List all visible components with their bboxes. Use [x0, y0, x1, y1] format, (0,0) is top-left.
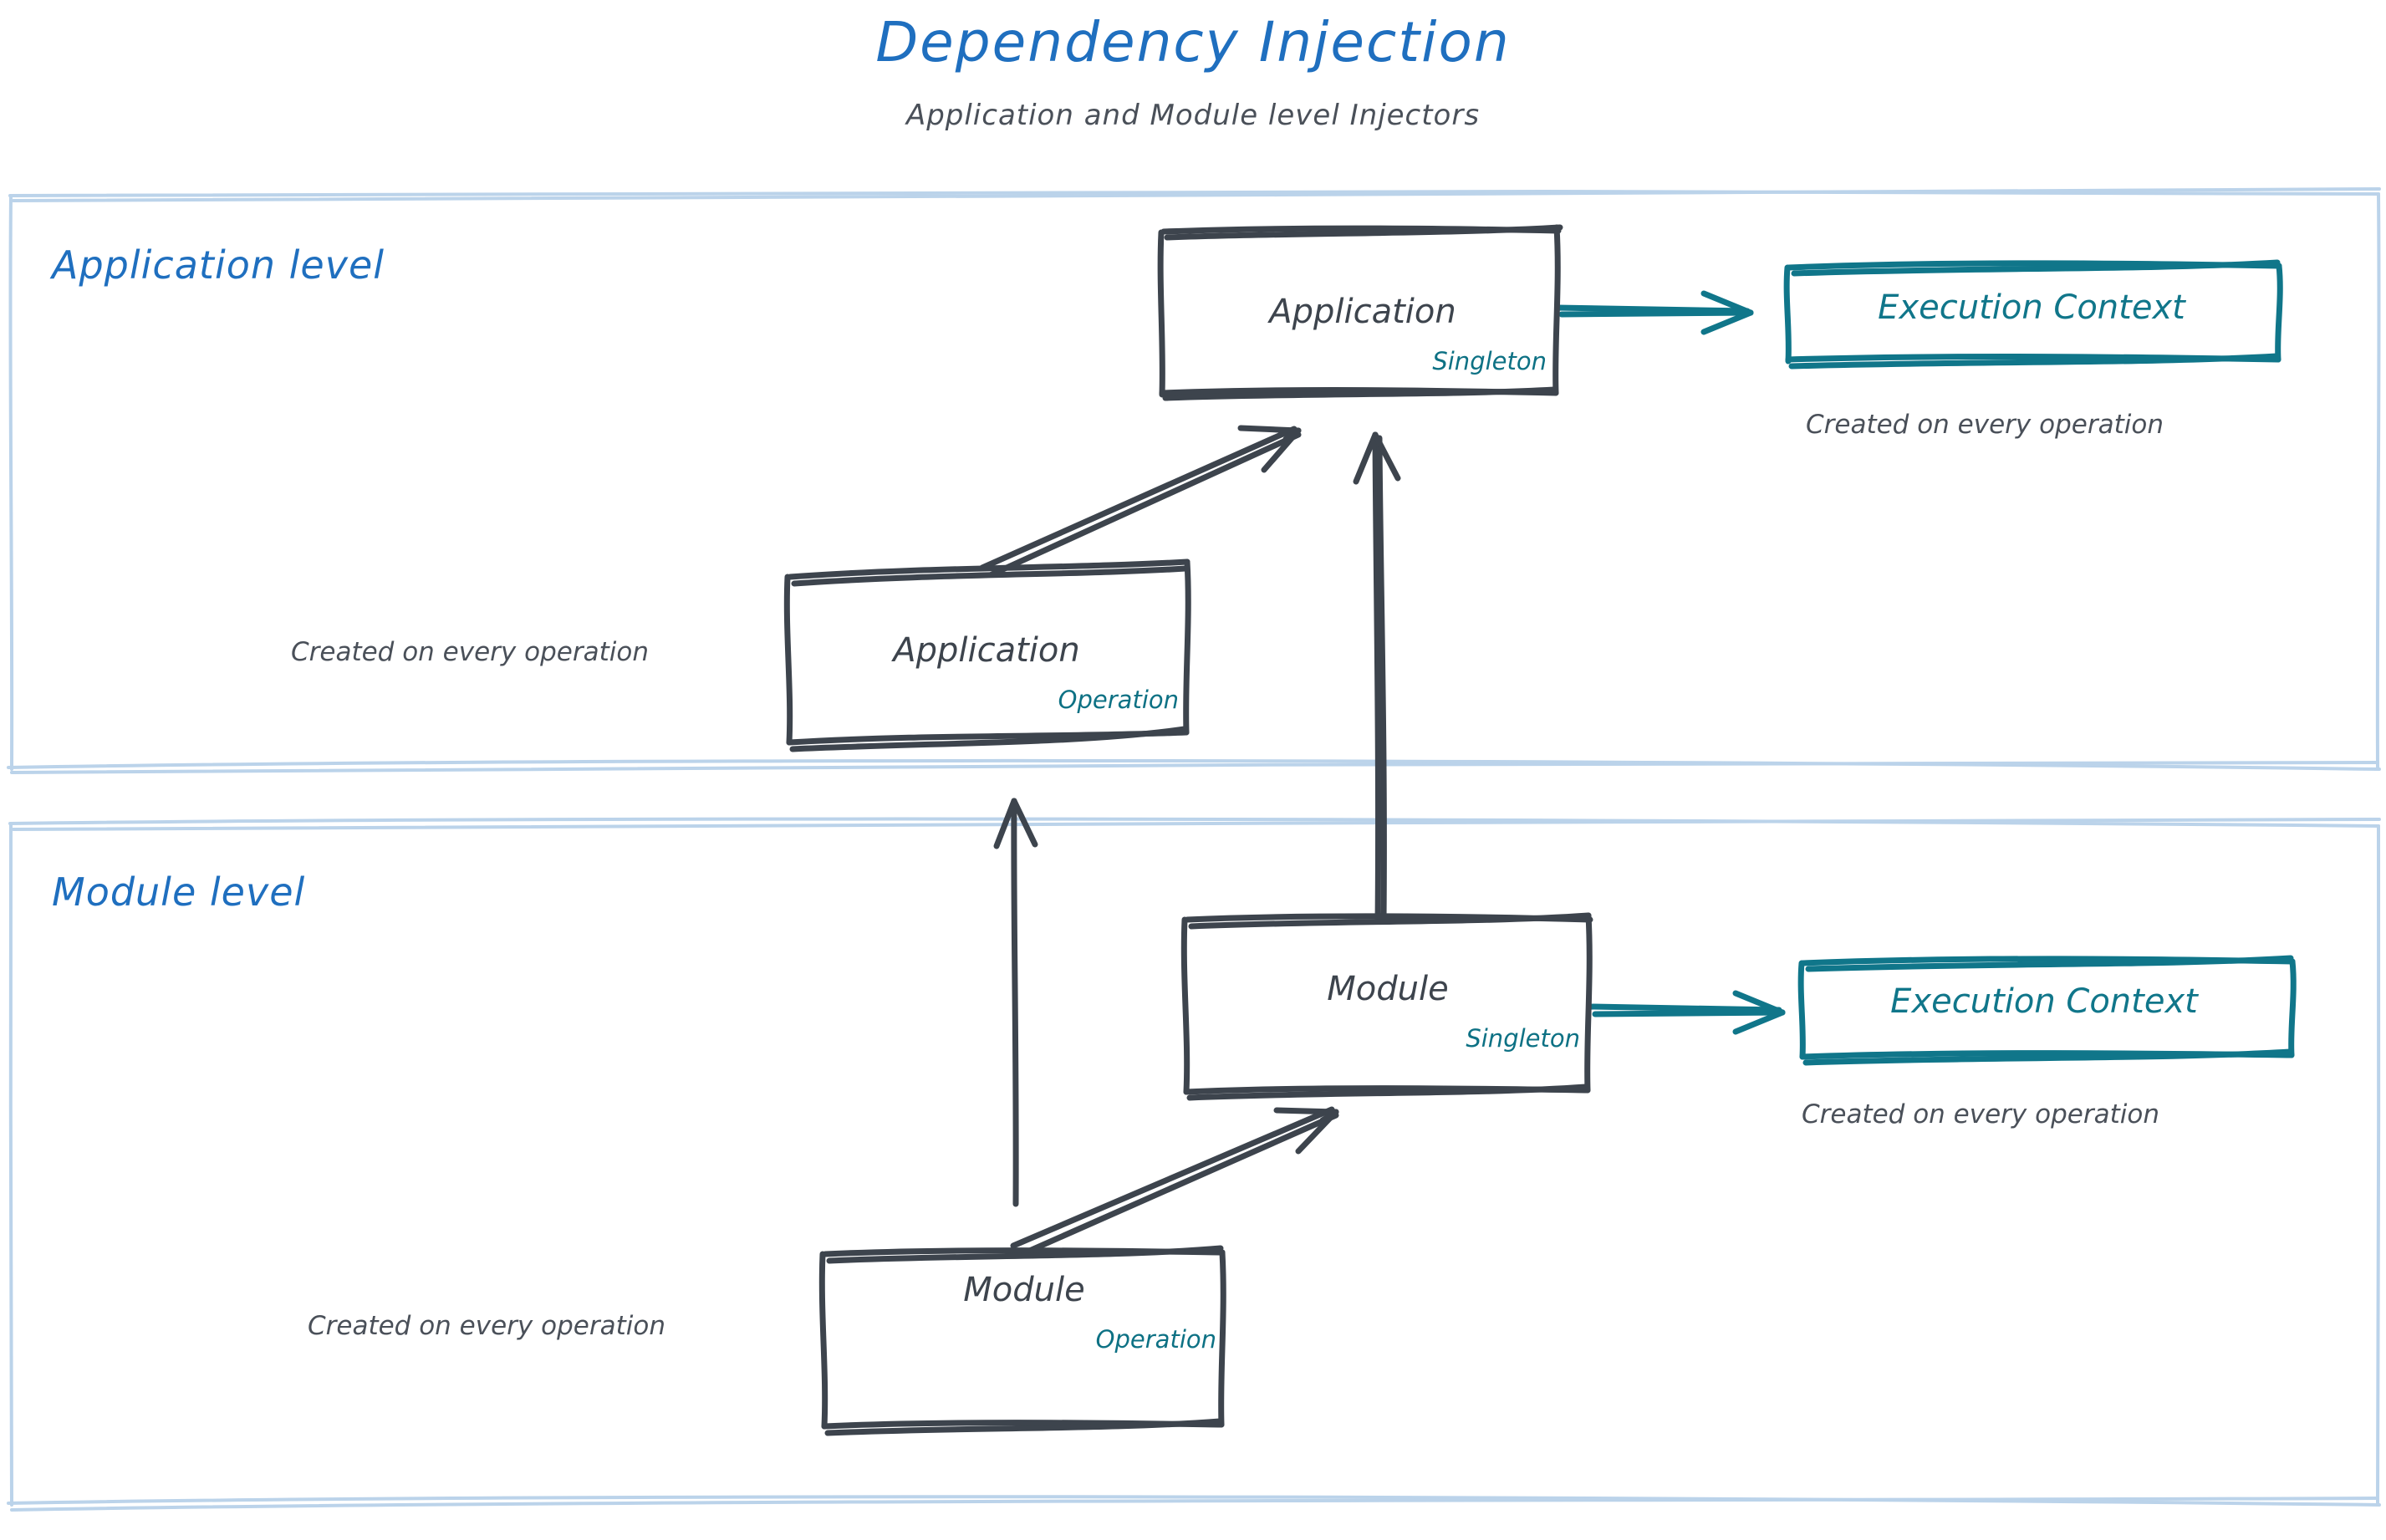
- node-module-operation-title: Module: [963, 1271, 1085, 1309]
- node-application-singleton-scope: Singleton: [1432, 347, 1547, 375]
- node-execution-context-module-title: Execution Context: [1890, 982, 2198, 1021]
- node-application-operation-scope: Operation: [1058, 686, 1179, 714]
- caption-module-operation: Created on every operation: [308, 1311, 665, 1341]
- edge-app-singleton-to-exec-context: [1553, 290, 1754, 335]
- page-title: Dependency Injection: [875, 10, 1511, 74]
- caption-execution-context-application: Created on every operation: [1806, 410, 2164, 440]
- edge-module-singleton-to-exec-context: [1587, 990, 1786, 1035]
- edge-module-operation-to-module-singleton: [1010, 1106, 1339, 1259]
- node-module-singleton-title: Module: [1327, 970, 1449, 1008]
- node-execution-context-application-title: Execution Context: [1878, 288, 2185, 327]
- lane-label-application-level: Application level: [52, 242, 385, 288]
- node-application-operation-title: Application: [893, 631, 1080, 670]
- edge-module-operation-to-app-operation: [993, 798, 1038, 1207]
- node-application-singleton-title: Application: [1269, 293, 1456, 331]
- page-subtitle: Application and Module level Injectors: [905, 99, 1481, 132]
- caption-execution-context-module: Created on every operation: [1802, 1099, 2159, 1130]
- caption-application-operation: Created on every operation: [291, 637, 649, 667]
- lane-label-module-level: Module level: [52, 869, 306, 915]
- node-module-singleton-scope: Singleton: [1466, 1024, 1580, 1053]
- edge-app-operation-to-app-singleton: [979, 425, 1302, 580]
- edge-module-singleton-to-app-singleton: [1353, 431, 1401, 927]
- node-module-operation-scope: Operation: [1095, 1325, 1216, 1354]
- lane-module-level-border: [7, 817, 2381, 1512]
